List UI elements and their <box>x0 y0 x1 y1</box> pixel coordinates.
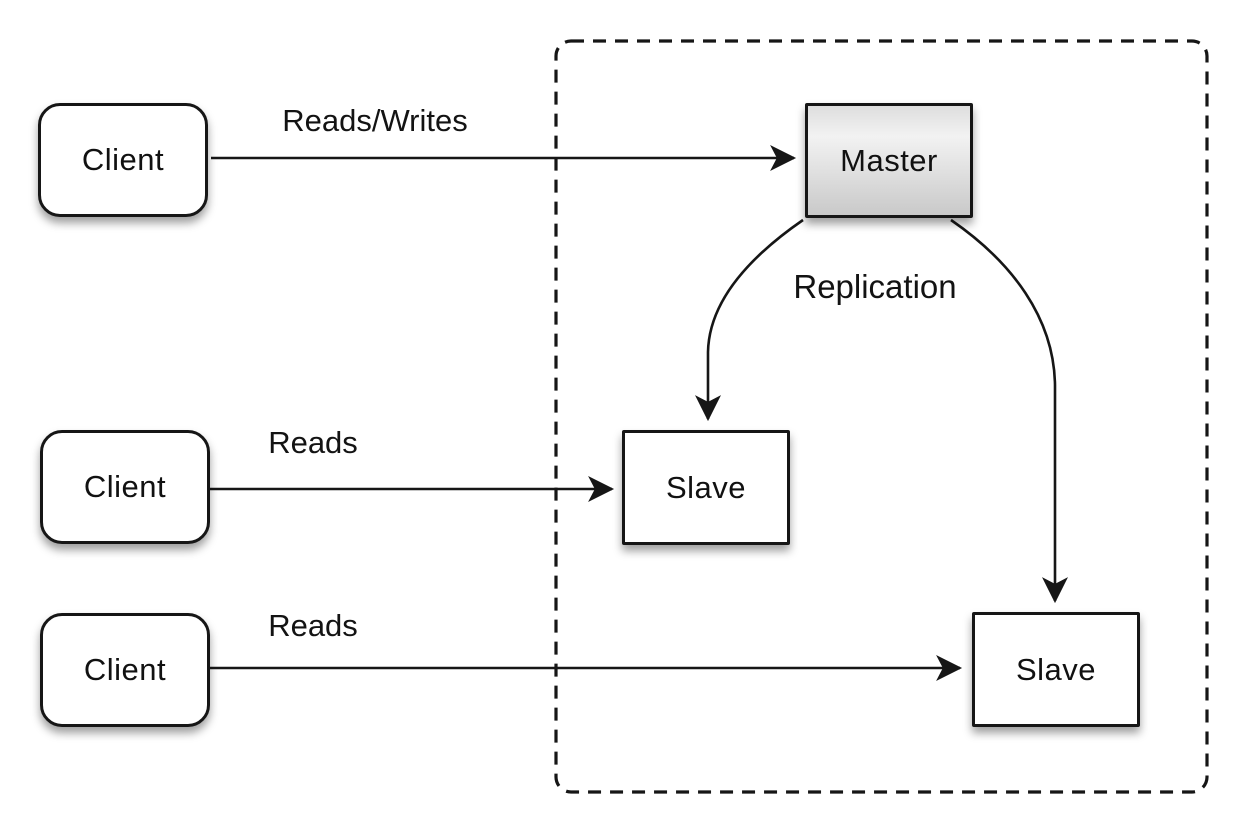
node-slave-1-label: Slave <box>665 469 747 505</box>
node-client-2: Client <box>40 430 210 544</box>
node-slave-2: Slave <box>972 612 1140 727</box>
node-client-1-label: Client <box>81 142 165 177</box>
node-master: Master <box>805 103 973 218</box>
node-slave-1: Slave <box>622 430 790 545</box>
edge-label-reads-bottom: Reads <box>268 608 358 643</box>
edge-label-reads-writes: Reads/Writes <box>282 103 468 138</box>
edge-label-replication: Replication <box>793 268 957 305</box>
replication-cluster-boundary <box>554 39 1209 794</box>
node-client-1: Client <box>38 103 208 217</box>
node-master-label: Master <box>840 142 938 178</box>
node-client-3: Client <box>40 613 210 727</box>
edge-master-slave1 <box>695 218 804 422</box>
node-slave-2-label: Slave <box>1015 651 1097 687</box>
edge-label-reads-middle: Reads <box>268 425 358 460</box>
node-client-3-label: Client <box>83 652 167 687</box>
edge-master-slave2 <box>950 218 1068 604</box>
node-client-2-label: Client <box>83 469 167 504</box>
